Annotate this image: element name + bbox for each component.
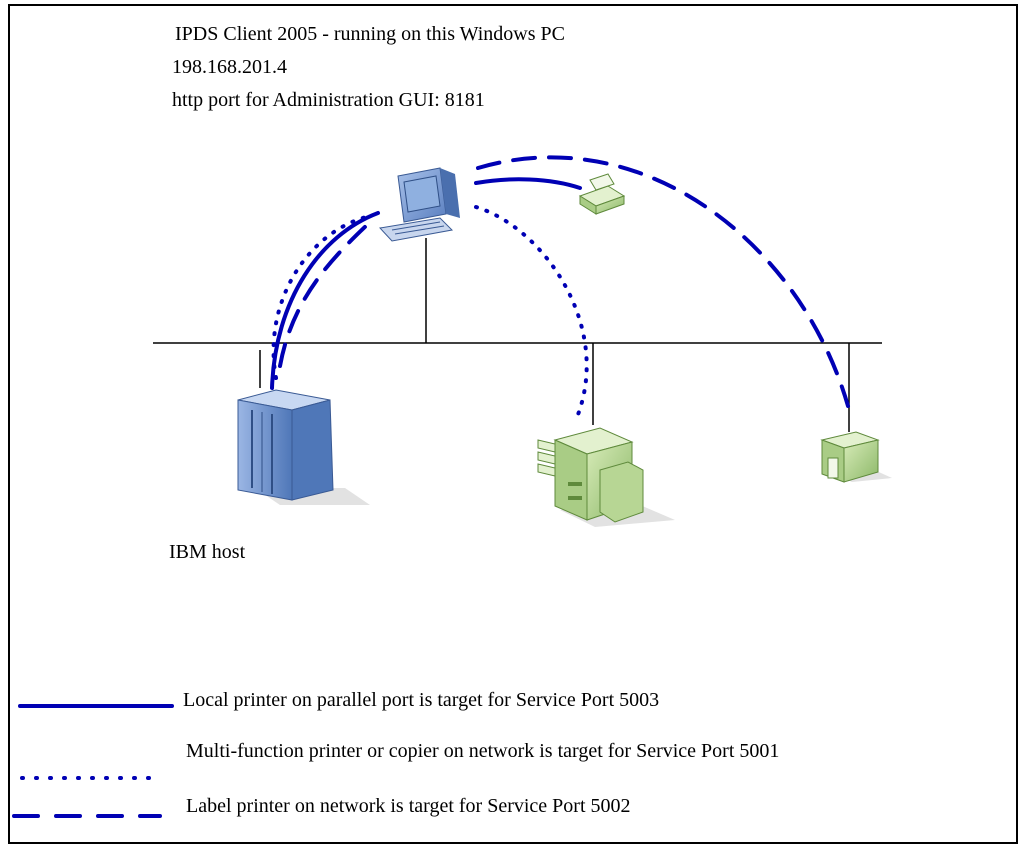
dashed-connection-host-pc: [278, 222, 370, 368]
ibm-host-icon: [237, 389, 370, 505]
header-admin-port: http port for Administration GUI: 8181: [172, 89, 485, 111]
ibm-host-label: IBM host: [169, 541, 246, 563]
dotted-connection-pc-mfp: [474, 205, 589, 424]
solid-connection-pc-local-printer: [474, 177, 582, 190]
header-title: IPDS Client 2005 - running on this Windo…: [175, 23, 565, 45]
pc-icon: [379, 167, 460, 242]
legend-samples: [12, 704, 174, 818]
multifunction-printer-icon: [537, 427, 675, 527]
connections: [270, 155, 850, 424]
legend-dotted-text: Multi-function printer or copier on netw…: [186, 740, 780, 762]
dotted-connection-host-pc: [271, 214, 372, 380]
dashed-connection-pc-label-printer: [476, 155, 850, 408]
local-printer-icon: [578, 173, 626, 215]
header-ip-address: 198.168.201.4: [172, 56, 287, 78]
label-printer-icon: [820, 431, 892, 483]
legend-dashed-text: Label printer on network is target for S…: [186, 795, 631, 817]
legend-solid-text: Local printer on parallel port is target…: [183, 689, 660, 711]
